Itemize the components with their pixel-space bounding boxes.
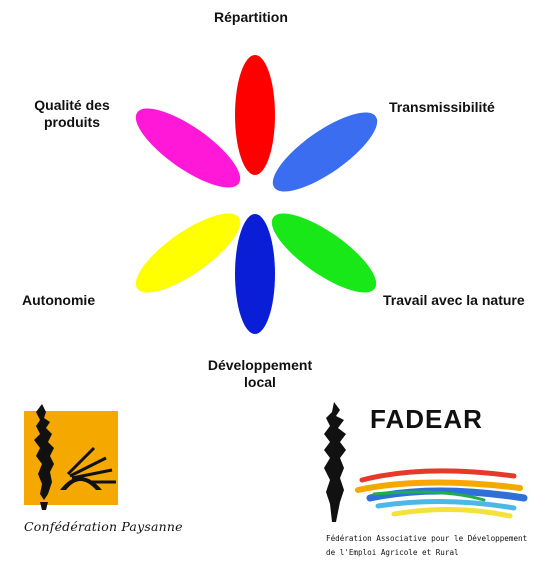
confederation-paysanne-logo (24, 404, 118, 510)
petal-repartition (235, 55, 275, 175)
petal-qualite-des-produits (135, 108, 241, 188)
label-travail-avec-la-nature: Travail avec la nature (383, 292, 525, 308)
label-repartition: Répartition (214, 9, 288, 25)
confederation-paysanne-caption: Confédération Paysanne (24, 519, 183, 534)
petal-transmissibilite (272, 112, 378, 192)
fadear-tree-silhouette-icon (324, 402, 346, 522)
fadear-subtitle: Fédération Associative pour le Développe… (326, 532, 527, 560)
stripe-blue (366, 487, 528, 502)
stripe-light-blue (375, 498, 517, 511)
tree-silhouette-icon (34, 404, 54, 500)
petal-autonomie (135, 213, 241, 293)
fadear-subtitle-line1: Fédération Associative pour le Développe… (326, 534, 528, 543)
fadear-title: FADEAR (370, 404, 483, 434)
label-autonomie: Autonomie (22, 292, 96, 308)
label-developpement-line2: local (244, 374, 276, 390)
label-qualite-line2: produits (44, 114, 100, 130)
petal-developpement-local (235, 214, 275, 334)
label-qualite-line1: Qualité des (34, 97, 110, 113)
stripe-yellow (391, 506, 513, 519)
six-petal-flower-diagram (135, 55, 378, 334)
stripe-orange (355, 479, 523, 493)
label-developpement-line1: Développement (207, 357, 313, 373)
fadear-logo (324, 402, 528, 522)
label-developpement-local: Développement local (198, 357, 322, 391)
stripe-red (359, 468, 517, 483)
petal-travail-avec-la-nature (271, 213, 377, 293)
label-qualite-des-produits: Qualité des produits (20, 97, 124, 131)
fadear-color-stripes (355, 468, 528, 519)
fadear-subtitle-line2: de l'Emploi Agricole et Rural (326, 548, 459, 557)
stripe-green (372, 490, 486, 502)
label-transmissibilite: Transmissibilité (389, 99, 495, 115)
